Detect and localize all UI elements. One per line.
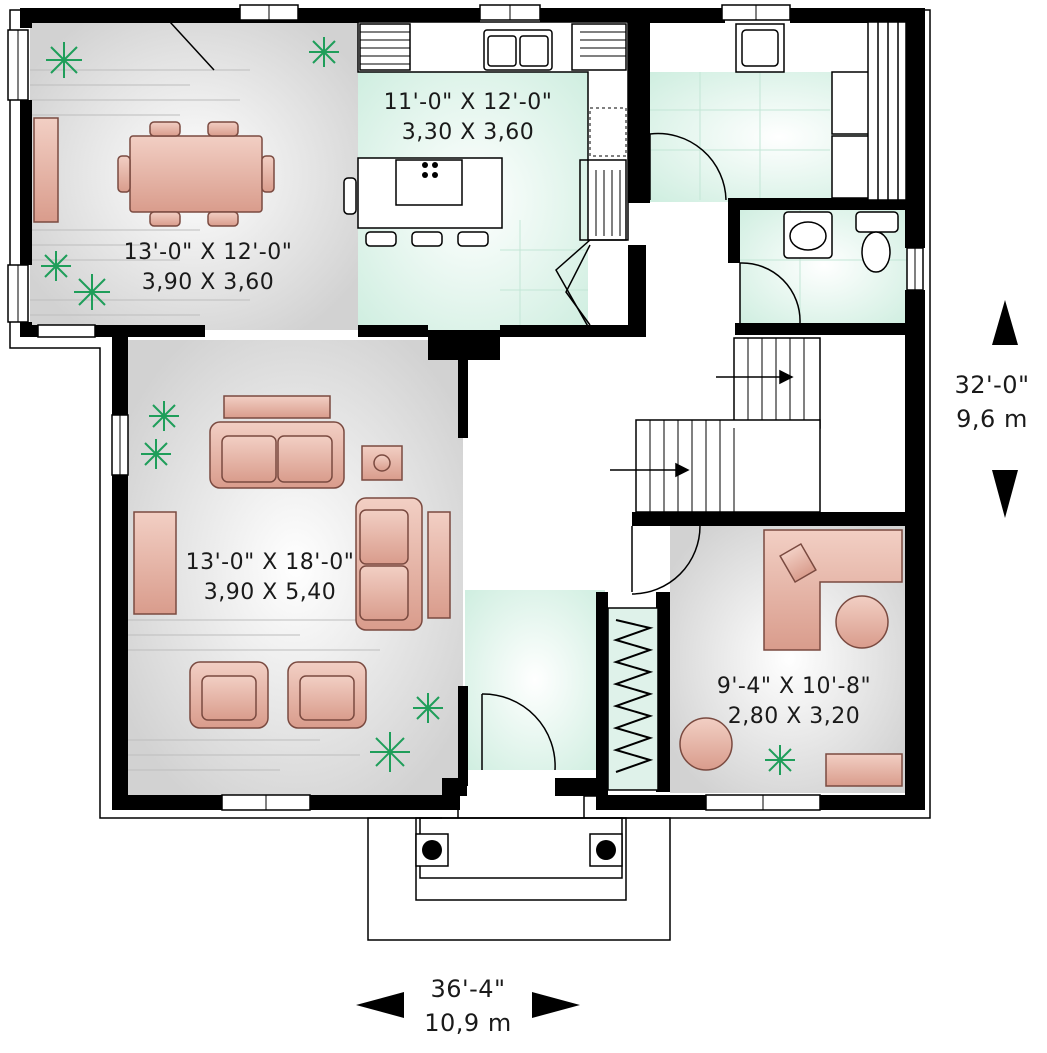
- bookcase: [133, 511, 177, 615]
- arrow-down-icon: [992, 470, 1018, 518]
- outer-outline: [9, 9, 931, 819]
- plant-icon: [149, 401, 179, 431]
- dining-room-label: 13'-0" X 12'-0" 3,90 X 3,60: [108, 238, 308, 298]
- plant-icon: [309, 37, 339, 67]
- living-room-label: 13'-0" X 18'-0" 3,90 X 5,40: [170, 548, 370, 608]
- depth-imperial: 32'-0": [954, 371, 1030, 399]
- door-dining: [169, 13, 233, 71]
- counter-stripes: [360, 31, 626, 236]
- walls: [20, 8, 925, 810]
- office-furniture: [679, 529, 903, 787]
- office-chair-1: [835, 595, 889, 649]
- depth-metric: 9,6 m: [956, 405, 1028, 433]
- door-bath: [739, 262, 801, 324]
- stair-arrows: [610, 369, 794, 478]
- entry-floor: [465, 590, 605, 770]
- living-size-imperial: 13'-0" X 18'-0": [185, 550, 355, 575]
- living-size-metric: 3,90 X 5,40: [203, 580, 337, 605]
- bath-fixtures: [783, 211, 899, 273]
- laundry-fixtures: [735, 21, 907, 201]
- office-size-metric: 2,80 X 3,20: [727, 704, 861, 729]
- dishwasher: [589, 107, 627, 157]
- porch: [367, 795, 671, 941]
- console-right: [427, 511, 451, 619]
- overall-depth-label: 32'-0" 9,6 m: [940, 368, 1044, 436]
- kitchen-sink: [483, 29, 553, 71]
- window-dining-bottom: [37, 324, 96, 338]
- plant-icon: [370, 732, 410, 772]
- plants: [41, 37, 795, 775]
- plant-icon: [141, 439, 171, 469]
- dining-size-imperial: 13'-0" X 12'-0": [123, 240, 293, 265]
- width-metric: 10,9 m: [424, 1009, 512, 1037]
- porch-columns: [415, 833, 623, 867]
- door-laundry: [649, 132, 727, 201]
- kitchen-label: 11'-0" X 12'-0" 3,30 X 3,60: [368, 88, 568, 148]
- dining-size-metric: 3,90 X 3,60: [141, 270, 275, 295]
- stair-treads: [649, 338, 805, 512]
- tv-console: [223, 395, 331, 419]
- kitchen-size-metric: 3,30 X 3,60: [401, 120, 535, 145]
- credenza: [825, 753, 903, 787]
- door-office: [631, 525, 701, 595]
- office-label: 9'-4" X 10'-8" 2,80 X 3,20: [694, 672, 894, 732]
- plant-icon: [765, 745, 795, 775]
- wood-planks: [30, 69, 380, 771]
- island-stools: [343, 177, 489, 247]
- dining-set: [33, 117, 275, 227]
- closet: [607, 607, 659, 791]
- plant-icon: [74, 274, 110, 310]
- plant-icon: [41, 251, 71, 281]
- arrow-up-icon: [992, 300, 1018, 345]
- kitchen-size-imperial: 11'-0" X 12'-0": [383, 90, 553, 115]
- living-furniture: [133, 395, 451, 729]
- plant-icon: [46, 42, 82, 78]
- office-chair-2: [679, 717, 733, 771]
- window-mullions: [17, 5, 916, 810]
- dimension-arrows: [356, 300, 1018, 1018]
- plant-icon: [413, 693, 443, 723]
- pantry-doors: [555, 239, 591, 331]
- overall-width-label: 36'-4" 10,9 m: [408, 972, 528, 1040]
- arrow-left-icon: [356, 992, 404, 1018]
- doors: [169, 13, 801, 771]
- cooktop: [422, 162, 438, 178]
- door-entry: [481, 693, 556, 771]
- office-size-imperial: 9'-4" X 10'-8": [716, 674, 872, 699]
- kitchen-island: [357, 157, 503, 229]
- width-imperial: 36'-4": [430, 975, 506, 1003]
- arrow-right-icon: [532, 992, 580, 1018]
